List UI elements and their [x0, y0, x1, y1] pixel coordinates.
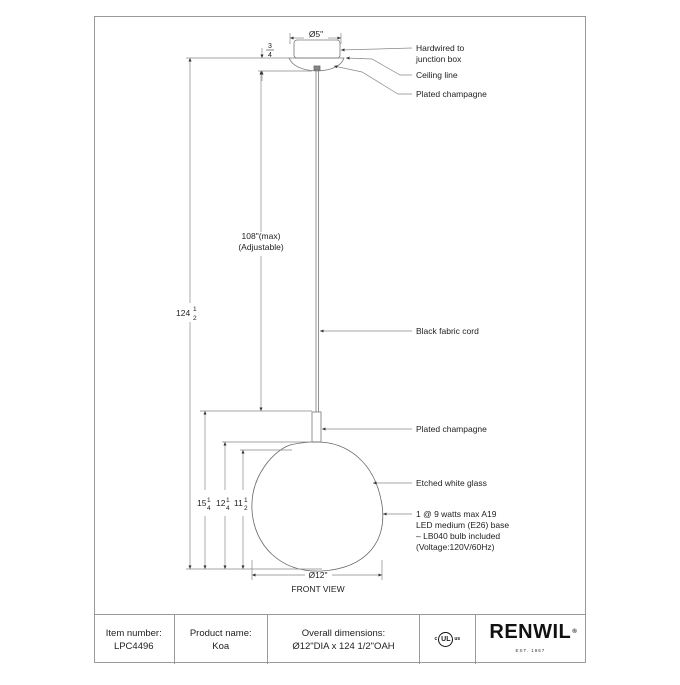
view-label: FRONT VIEW	[291, 584, 344, 594]
renwil-logo: RENWIL®	[489, 621, 578, 643]
svg-text:1: 1	[226, 497, 230, 504]
certification-cell: c UL us	[420, 615, 476, 664]
overall-dimensions-cell: Overall dimensions: Ø12"DIA x 124 1/2"OA…	[268, 615, 421, 664]
svg-text:11: 11	[234, 498, 243, 508]
svg-text:124: 124	[176, 308, 190, 318]
svg-text:2: 2	[244, 505, 248, 512]
cul-us-listed-icon: c UL us	[435, 632, 460, 647]
brand-cell: RENWIL® EST. 1967	[476, 615, 585, 664]
canopy-box	[293, 39, 341, 59]
product-name-value: Koa	[212, 640, 230, 652]
overall-dimensions-value: Ø12"DIA x 124 1/2"OAH	[292, 640, 395, 652]
callout-bulb: 1 @ 9 watts max A19	[416, 509, 497, 519]
callout-socket-finish: Plated champagne	[416, 424, 487, 434]
title-block: Item number: LPC4496 Product name: Koa O…	[94, 614, 585, 664]
svg-text:15: 15	[197, 498, 207, 508]
canopy-height-dim: 3 4	[266, 43, 274, 59]
callout-hardwired: Hardwired to	[416, 43, 464, 53]
product-name-cell: Product name: Koa	[175, 615, 268, 664]
svg-text:4: 4	[268, 52, 272, 59]
fixture-outline	[251, 39, 384, 572]
height-dim-1: 15 1 4	[197, 497, 211, 512]
callout-cord: Black fabric cord	[416, 326, 479, 336]
svg-text:12: 12	[216, 498, 226, 508]
socket	[311, 411, 322, 443]
item-number-label: Item number:	[105, 627, 162, 639]
callout-glass: Etched white glass	[416, 478, 487, 488]
sheet-frame	[94, 16, 586, 663]
overall-height-dim: 124 1 2	[176, 306, 197, 322]
svg-text:3: 3	[268, 43, 272, 50]
cord-adjustable-note: (Adjustable)	[238, 242, 284, 252]
brand-tagline: EST. 1967	[515, 648, 546, 653]
svg-text:1: 1	[244, 497, 248, 504]
callout-hardwired-line2: junction box	[415, 54, 462, 64]
height-dim-2: 12 1 4	[216, 497, 230, 512]
svg-text:1: 1	[193, 306, 197, 313]
callout-canopy-finish: Plated champagne	[416, 89, 487, 99]
canopy-base	[288, 57, 345, 72]
product-name-label: Product name:	[189, 627, 252, 639]
callout-bulb-line4: (Voltage:120V/60Hz)	[416, 542, 495, 552]
overall-dimensions-label: Overall dimensions:	[301, 627, 386, 639]
svg-text:4: 4	[226, 505, 230, 512]
shade-diameter-dim: Ø12"	[308, 570, 327, 580]
item-number-cell: Item number: LPC4496	[94, 615, 175, 664]
svg-text:1: 1	[207, 497, 211, 504]
svg-text:2: 2	[193, 315, 197, 322]
svg-text:4: 4	[207, 505, 211, 512]
glass-globe	[251, 441, 384, 572]
callout-ceiling-line: Ceiling line	[416, 70, 458, 80]
callout-bulb-line2: LED medium (E26) base	[416, 520, 509, 530]
height-dim-3: 11 1 2	[234, 497, 248, 512]
item-number-value: LPC4496	[113, 640, 154, 652]
cord-length-dim: 108"(max)	[242, 231, 281, 241]
callout-bulb-line3: – LB040 bulb included	[416, 531, 500, 541]
canopy-diameter-dim: Ø5"	[309, 29, 323, 39]
